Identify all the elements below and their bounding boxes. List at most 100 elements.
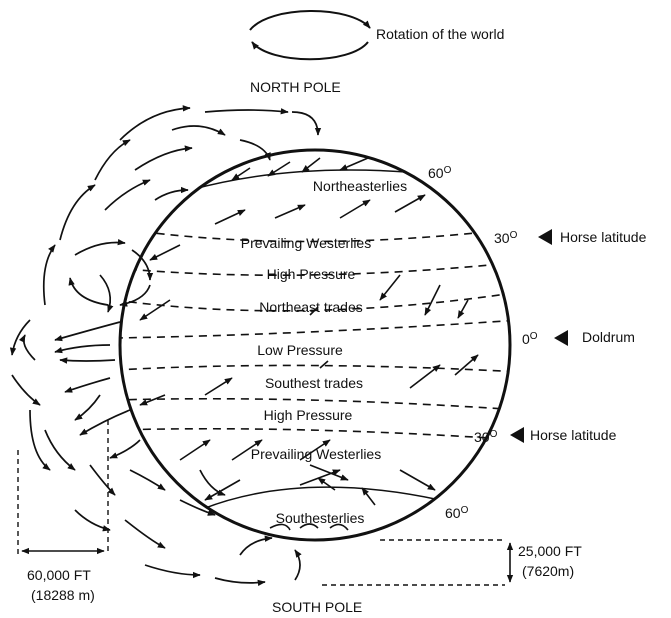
width-m-label: (18288 m) (31, 587, 95, 603)
latitude-labels: 60O 30O 0O 30O 60O (428, 165, 538, 521)
latitude-n60: 60O (428, 165, 452, 181)
globe-wind-arrow (231, 167, 251, 181)
zone-southeast-trades: Southest trades (265, 375, 363, 391)
globe-outline (118, 148, 512, 542)
circulation-arrow (214, 577, 266, 587)
circulation-arrow (9, 319, 31, 356)
circulation-arrow (154, 186, 189, 201)
circulation-arrow (239, 535, 273, 556)
circulation-arrow (204, 108, 289, 115)
tick-mark (309, 306, 319, 316)
circulation-arrow (129, 469, 166, 491)
circulation-arrow (11, 374, 41, 406)
rotation-legend: Rotation of the world (249, 10, 504, 61)
circulation-arrow (179, 499, 216, 516)
latitude-n30: 30O (494, 230, 518, 246)
circulation-cells (9, 105, 322, 587)
globe-wind-arrow (309, 464, 349, 481)
circulation-arrow (144, 564, 201, 579)
horse-latitude-south-label: Horse latitude (530, 427, 617, 443)
zone-high-pressure-south: High Pressure (264, 407, 353, 423)
circulation-arrow (94, 139, 131, 181)
circulation-arrow (74, 509, 111, 532)
globe-wind-arrow (139, 394, 166, 406)
zone-northeasterlies: Northeasterlies (313, 178, 407, 194)
globe-wind-arrow (361, 487, 376, 506)
globe-wind-arrow (299, 469, 341, 486)
globe-wind-arrow (317, 477, 336, 491)
circulation-arrow (239, 139, 271, 161)
circulation-arrow (54, 321, 121, 342)
zone-southesterlies: Southesterlies (276, 510, 365, 526)
globe-wind-arrow (231, 439, 263, 461)
globe-wind-arrow (424, 284, 441, 316)
globe-wind-arrow (339, 199, 371, 219)
circulation-arrow (68, 277, 109, 306)
zone-high-pressure-north: High Pressure (267, 266, 356, 282)
circulation-arrow (291, 111, 322, 136)
circulation-arrow (294, 549, 302, 581)
circulation-arrow (99, 274, 114, 313)
tick-mark (319, 360, 329, 369)
zone-prevailing-westerlies-south: Prevailing Westerlies (251, 446, 381, 462)
latitude-s30: 30O (474, 429, 498, 445)
globe-wind-arrow (179, 439, 211, 461)
rotation-label: Rotation of the world (376, 26, 504, 42)
rotation-arrow-top (249, 10, 371, 31)
globe-wind-arrow (379, 274, 401, 301)
circulation-arrow (89, 464, 116, 496)
circulation-arrow (29, 409, 51, 471)
circulation-arrow (59, 357, 116, 364)
circulation-arrow (64, 377, 111, 393)
zone-low-pressure: Low Pressure (257, 342, 343, 358)
circulation-arrow (109, 439, 141, 459)
globe: Northeasterlies Prevailing Westerlies Hi… (118, 148, 512, 542)
circulation-arrow (54, 344, 111, 354)
tick-mark (269, 523, 291, 531)
circulation-arrow (44, 429, 76, 471)
circulation-arrow (119, 284, 151, 307)
globe-wind-arrow (339, 157, 369, 171)
latitude-line-s60 (199, 486, 441, 511)
height-dimension: 25,000 FT (7620m) (322, 539, 582, 586)
tick-mark (329, 523, 349, 531)
globe-wind-arrow (399, 469, 436, 491)
zone-prevailing-westerlies-north: Prevailing Westerlies (241, 235, 371, 251)
globe-wind-arrow (301, 157, 321, 173)
width-dimension: 60,000 FT (18288 m) (17, 420, 109, 603)
rotation-arrow-bottom (251, 41, 369, 61)
pointer-triangle-icon (554, 330, 568, 346)
circulation-arrow (74, 394, 101, 421)
globe-wind-arrow (394, 194, 426, 213)
circulation-arrow (18, 334, 36, 361)
tick-mark (299, 523, 319, 529)
doldrum-label: Doldrum (582, 329, 635, 345)
north-pole-label: NORTH POLE (250, 79, 341, 95)
globe-wind-arrow (454, 354, 479, 376)
pointer-triangle-icon (510, 427, 524, 443)
height-ft-label: 25,000 FT (518, 543, 582, 559)
circulation-arrow (119, 105, 191, 141)
globe-wind-arrow (274, 204, 306, 219)
latitude-equator: 0O (522, 331, 538, 347)
height-m-label: (7620m) (522, 563, 574, 579)
south-pole-label: SOUTH POLE (272, 599, 362, 615)
circulation-arrow (171, 125, 226, 136)
globe-wind-arrow (299, 439, 331, 461)
circulation-arrow (199, 469, 226, 496)
globe-wind-arrow (204, 377, 233, 396)
globe-wind-arrow (457, 299, 469, 319)
horse-latitude-north-label: Horse latitude (560, 229, 647, 245)
latitude-s60: 60O (445, 505, 469, 521)
globe-wind-arrow (214, 209, 246, 225)
circulation-arrow (59, 184, 96, 241)
globe-wind-arrow (267, 161, 291, 177)
zone-northeast-trades: Northeast trades (259, 299, 363, 315)
globe-wind-arrow (149, 244, 181, 261)
circulation-arrow (74, 238, 126, 256)
circulation-arrow (131, 249, 154, 281)
globe-wind-arrow (139, 299, 171, 321)
circulation-arrow (134, 145, 193, 171)
circulation-arrow (79, 409, 131, 436)
